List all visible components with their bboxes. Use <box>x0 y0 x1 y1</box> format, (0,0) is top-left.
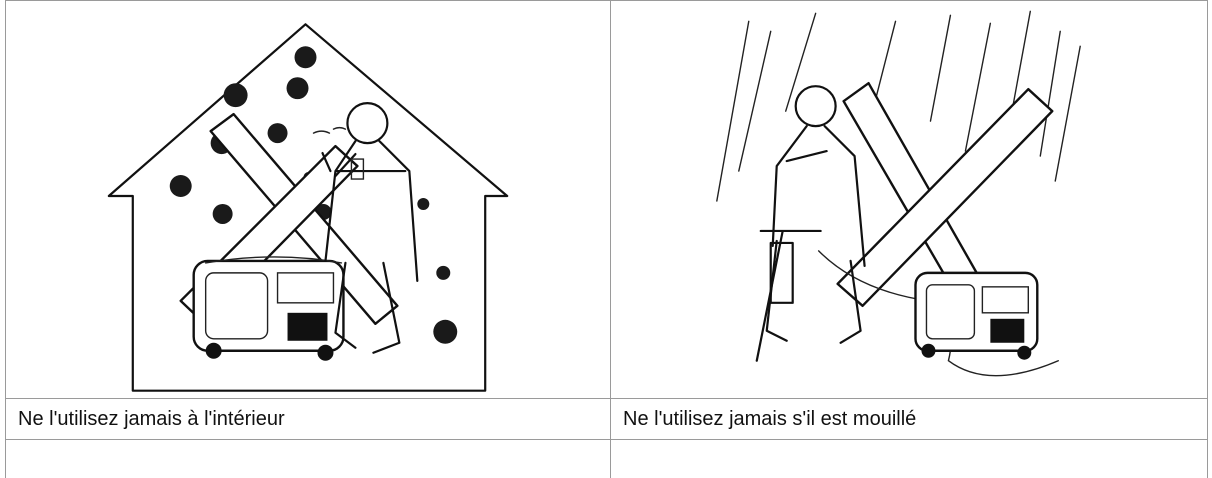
wet-warning-cell <box>611 1 1208 399</box>
generator <box>194 257 344 361</box>
indoor-caption: Ne l'utilisez jamais à l'intérieur <box>6 399 611 440</box>
caption-row: Ne l'utilisez jamais à l'intérieur Ne l'… <box>6 399 1208 440</box>
generator <box>915 273 1037 360</box>
indoor-warning-cell <box>6 1 611 399</box>
table-continuation-row <box>6 440 1208 478</box>
warning-table: Ne l'utilisez jamais à l'intérieur Ne l'… <box>5 0 1208 478</box>
wet-caption: Ne l'utilisez jamais s'il est mouillé <box>611 399 1208 440</box>
wet-generator-illustration <box>611 1 1207 398</box>
indoor-generator-illustration <box>6 1 610 398</box>
person-figure <box>757 86 865 361</box>
illustration-row <box>6 1 1208 399</box>
